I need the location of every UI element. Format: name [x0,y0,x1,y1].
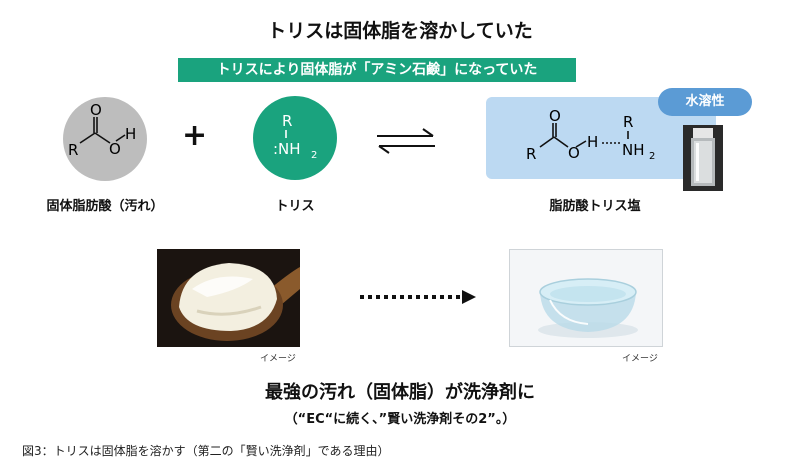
tris-subscript: 2 [311,150,317,161]
salt-label: 脂肪酸トリス塩 [549,199,641,214]
salt-atom-r1: R [526,145,536,163]
salt-structure: O R O H R NH 2 [526,107,655,163]
water-soluble-badge: 水溶性 [658,88,752,116]
banner: トリスにより固体脂が「アミン石鹸」になっていた [178,58,576,82]
headline: 最強の汚れ（固体脂）が洗浄剤に [265,382,535,403]
tris-label: トリス [275,199,315,214]
atom-o-top: O [90,101,102,119]
equilibrium-arrow-icon [377,128,435,154]
fatty-acid-structure: O R O H [68,101,136,159]
image-note-2: イメージ [622,354,658,364]
solid-fat-photo [157,249,300,347]
tris-r: R [282,112,292,130]
salt-atom-o: O [568,144,580,162]
vial-photo [683,125,723,191]
figure-caption: 図3：トリスは固体脂を溶かす（第二の「賢い洗浄剤」である理由） [22,444,390,458]
tris-circle [253,96,337,180]
salt-subscript: 2 [649,151,655,162]
tris-nh: :NH [273,140,301,158]
atom-o: O [109,140,121,158]
salt-atom-o-top: O [549,107,561,125]
image-note-1: イメージ [260,354,296,364]
page-title: トリスは固体脂を溶かしていた [267,20,533,42]
subheadline: （“EC“に続く、”賢い洗浄剤その2”。） [284,412,516,427]
salt-atom-r2: R [623,113,633,131]
salt-atom-nh: NH [622,141,645,159]
water-bowl-photo [509,249,663,347]
salt-atom-h: H [587,133,598,151]
fatty-acid-label: 固体脂肪酸（汚れ） [46,199,164,214]
tris-structure: R :NH 2 [273,112,317,161]
atom-h: H [125,125,136,143]
atom-r: R [68,141,78,159]
plus-sign: + [182,118,208,153]
dotted-arrow-icon [360,290,476,304]
